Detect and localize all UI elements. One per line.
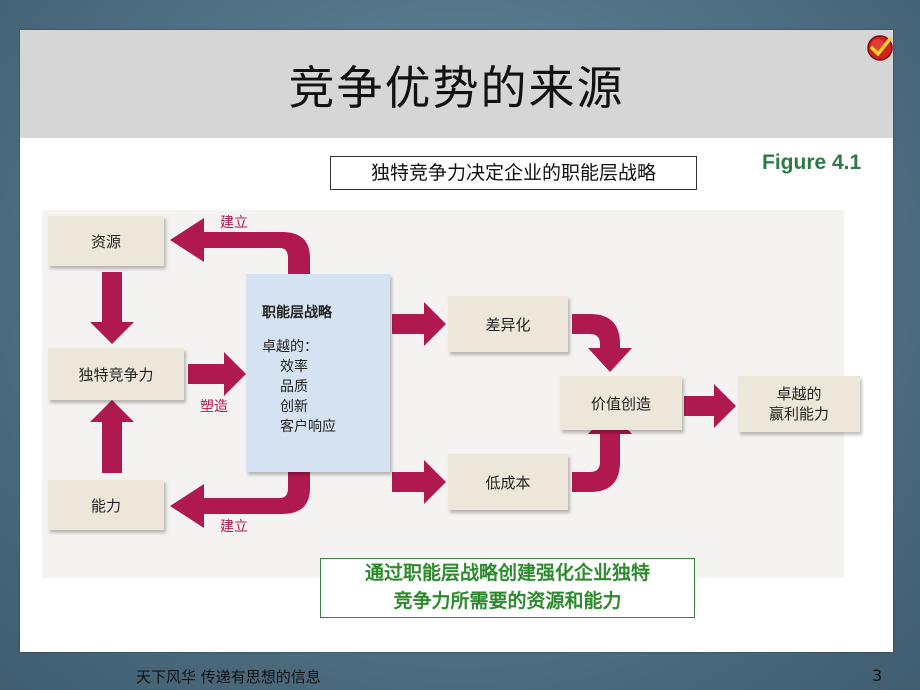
node-capabilities: 能力: [48, 480, 164, 530]
arrow-competence-to-central: [188, 352, 246, 396]
diagram-panel: 资源 独特竞争力 能力 职能层战略 卓越的： 效率 品质 创新 客户响应 差异化…: [42, 210, 860, 578]
node-functional-strategy: 职能层战略 卓越的： 效率 品质 创新 客户响应: [246, 274, 390, 472]
diagram-arrows: [90, 218, 736, 528]
slide-header: 竞争优势的来源: [20, 30, 893, 138]
check-badge-icon: [867, 35, 893, 61]
arrow-label-build-top: 建立: [220, 215, 248, 231]
functional-strategy-heading: 职能层战略: [262, 305, 332, 321]
arrow-central-to-low-cost: [392, 460, 446, 504]
node-value-creation: 价值创造: [560, 376, 682, 430]
arrow-label-shape: 塑造: [200, 399, 228, 415]
bottom-note-box: 通过职能层战略创建强化企业独特 竞争力所需要的资源和能力: [320, 558, 695, 618]
functional-strategy-item: 客户响应: [280, 419, 336, 435]
bottom-note-line1: 通过职能层战略创建强化企业独特: [364, 562, 650, 584]
figure-label: Figure 4.1: [762, 151, 862, 174]
functional-strategy-item: 效率: [280, 359, 308, 375]
functional-strategy-item: 创新: [280, 399, 308, 415]
node-superior-profitability: 卓越的 赢利能力: [738, 376, 860, 432]
node-low-cost: 低成本: [448, 454, 568, 510]
arrow-value-to-profit: [684, 384, 736, 428]
node-distinctive-competence: 独特竞争力: [48, 348, 184, 400]
node-resources: 资源: [48, 216, 164, 266]
arrow-resources-to-competence: [90, 272, 134, 344]
functional-strategy-item: 品质: [280, 379, 308, 395]
arrow-build-top: [170, 218, 310, 274]
node-differentiation: 差异化: [448, 296, 568, 352]
arrow-lowcost-to-value: [572, 410, 632, 492]
subtitle-box: 独特竞争力决定企业的职能层战略: [330, 156, 697, 190]
footer-text: 天下风华 传递有思想的信息: [136, 668, 321, 686]
slide: 竞争优势的来源 独特竞争力决定企业的职能层战略 Figure 4.1: [20, 30, 893, 652]
slide-title: 竞争优势的来源: [288, 61, 625, 115]
page-number: 3: [872, 666, 883, 685]
arrow-differentiation-to-value: [572, 314, 632, 372]
arrow-central-to-differentiation: [392, 302, 446, 346]
bottom-note-line2: 竞争力所需要的资源和能力: [393, 590, 622, 612]
arrow-label-build-bottom: 建立: [220, 519, 248, 535]
arrow-build-bottom: [170, 472, 310, 528]
arrow-capabilities-to-competence: [90, 400, 134, 473]
functional-strategy-label: 卓越的：: [262, 339, 318, 355]
